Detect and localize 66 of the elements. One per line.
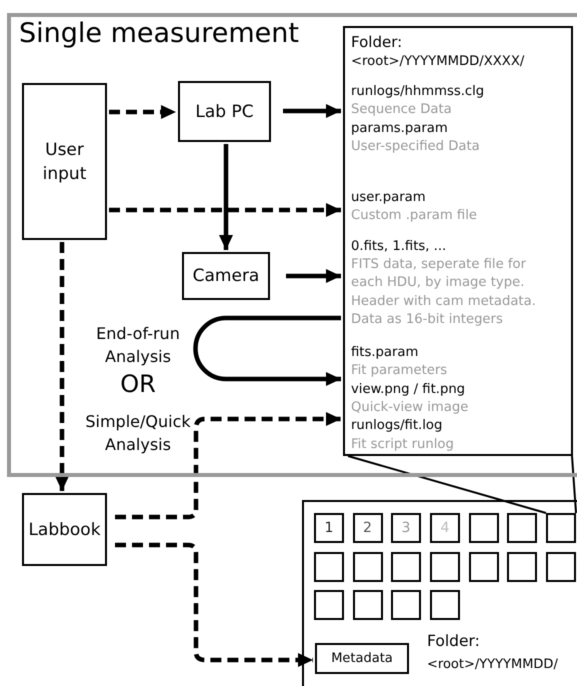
- arrow: [193, 316, 341, 386]
- file-description: Custom .param file: [351, 207, 477, 225]
- section-panel: [7, 13, 577, 477]
- arrow: [109, 105, 176, 119]
- folder-panel: [302, 500, 577, 686]
- arrow: [115, 412, 341, 520]
- file-description: Sequence Data: [351, 101, 452, 119]
- arrow: [283, 104, 341, 118]
- arrow: [115, 542, 313, 667]
- process-box: [22, 83, 107, 240]
- box-number: 4: [440, 520, 450, 536]
- square-box: [430, 552, 460, 582]
- file-description: Fit script runlog: [351, 436, 454, 454]
- square-box: [391, 590, 421, 620]
- folder-callout: [343, 26, 573, 456]
- square-box: [391, 513, 421, 543]
- file-description: FITS data, seperate file for each HDU, by image type. Header with cam metadata. Data as 16-bit integers: [351, 256, 537, 330]
- box-number: 1: [324, 520, 334, 536]
- box-label: Labbook: [27, 518, 102, 542]
- process-box: [22, 493, 107, 566]
- panel-title: Single measurement: [19, 18, 299, 49]
- box-number: 3: [402, 520, 410, 536]
- metadata-box: [315, 643, 409, 674]
- file-name: runlogs/hhmmss.clg: [351, 83, 484, 101]
- square-box: [352, 590, 382, 620]
- arrow: [109, 203, 341, 217]
- folder-path: <root>/YYYYMMDD/: [427, 657, 558, 672]
- square-box: [352, 552, 382, 582]
- file-description: Quick-view image: [351, 399, 468, 417]
- square-box: [430, 513, 460, 543]
- file-name: view.png / fit.png: [351, 381, 466, 399]
- square-box: [546, 513, 576, 543]
- box-number: 2: [363, 520, 372, 536]
- square-box: [391, 552, 421, 582]
- arrow: [286, 269, 341, 283]
- file-name: fits.param: [351, 344, 418, 362]
- label-text: OR: [119, 370, 157, 398]
- file-name: runlogs/fit.log: [351, 417, 442, 435]
- square-box: [314, 513, 344, 543]
- box-label: Camera: [192, 265, 260, 288]
- square-box: [469, 513, 499, 543]
- edge-label: Simple/Quick Analysis: [84, 411, 192, 456]
- arrow: [55, 242, 69, 491]
- process-box: [182, 252, 270, 300]
- box-label: Lab PC: [194, 100, 255, 124]
- file-name: user.param: [351, 189, 426, 207]
- file-name: 0.fits, 1.fits, ...: [351, 238, 446, 256]
- square-box: [507, 552, 537, 582]
- file-description: User-specified Data: [351, 138, 480, 156]
- arrow: [219, 144, 233, 250]
- folder-heading: Folder:: [351, 33, 402, 52]
- folder-heading: Folder:: [427, 632, 480, 650]
- box-label: Metadata: [330, 650, 394, 668]
- square-box: [352, 513, 382, 543]
- square-box: [469, 552, 499, 582]
- file-name: params.param: [351, 120, 448, 138]
- box-label: User input: [42, 138, 88, 186]
- square-box: [314, 552, 344, 582]
- square-box: [314, 590, 344, 620]
- square-box: [546, 552, 576, 582]
- process-box: [178, 81, 271, 142]
- square-box: [430, 590, 460, 620]
- square-box: [507, 513, 537, 543]
- edge-label: End-of-run Analysis: [95, 323, 181, 368]
- file-description: Fit parameters: [351, 362, 448, 380]
- file-name: <root>/YYYYMMDD/XXXX/: [351, 53, 524, 71]
